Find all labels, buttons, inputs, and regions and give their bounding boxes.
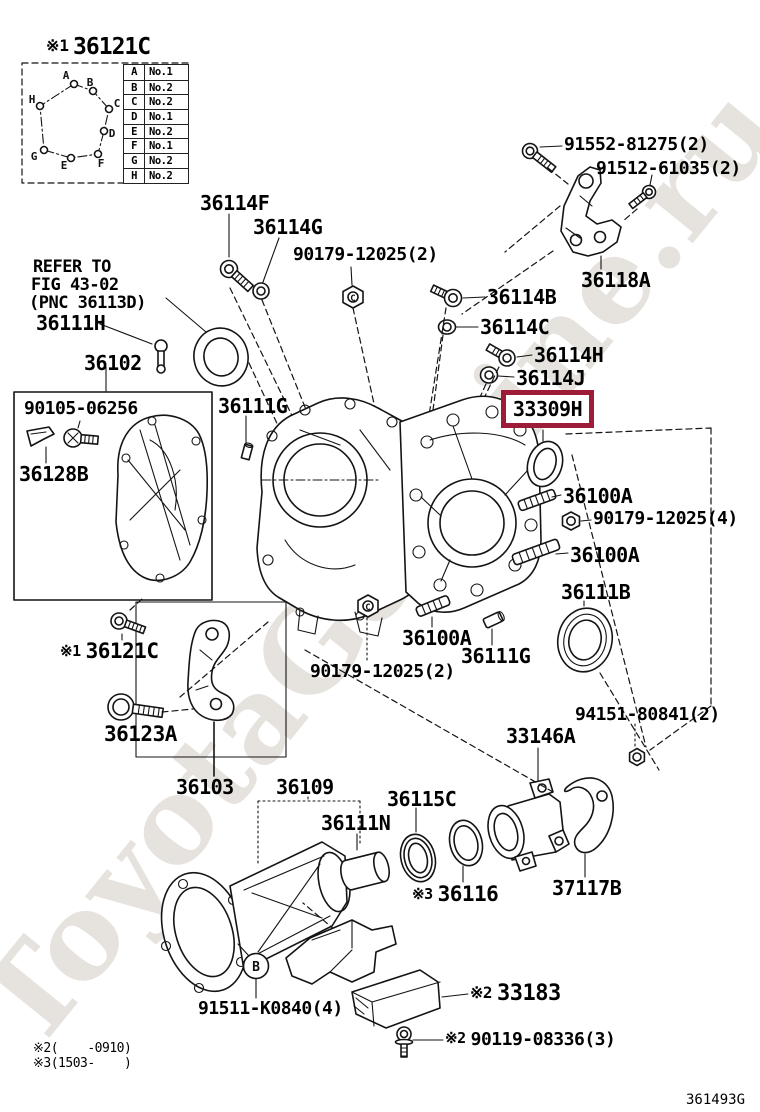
inset-part-number: 36121C: [73, 34, 151, 60]
pos-letter-b: B: [87, 76, 94, 89]
seal-36115c: [396, 831, 441, 886]
washer-36114j: [481, 367, 498, 383]
pos-table-value-G: No.2: [145, 153, 188, 168]
coupling-33146a: [482, 779, 563, 871]
seal-36111b: [552, 603, 618, 677]
nut-90179-4: [563, 512, 580, 530]
stud-36100a-2: [512, 539, 561, 566]
pos-letter-g: G: [31, 150, 38, 163]
pos-table-value-B: No.2: [145, 79, 188, 95]
pos-table-letter-A: A: [124, 65, 145, 80]
pos-table-letter-C: C: [124, 94, 145, 110]
bracket-36118a: [561, 167, 621, 269]
bolt-91552: [519, 140, 558, 175]
breather-36111h: [155, 340, 167, 373]
transfer-case-front: [257, 398, 431, 636]
pos-table-value-E: No.2: [145, 123, 188, 139]
bolt-36114h: [486, 344, 515, 366]
heat-insulator: [286, 920, 396, 984]
pos-table-letter-B: B: [124, 79, 145, 95]
marker-b: B: [252, 960, 260, 975]
marker-c1: C: [350, 294, 355, 304]
seal-36113d: [189, 323, 254, 391]
marker-b-circle: B: [244, 954, 269, 979]
pos-table-letter-D: D: [124, 109, 145, 124]
pos-table-letter-F: F: [124, 138, 145, 154]
bolt-position-inset: A B C D E F G H: [22, 63, 188, 183]
bolt-36123a: [108, 694, 163, 720]
pos-table-letter-E: E: [124, 123, 145, 139]
plug-36111g-bottom: [483, 611, 506, 629]
bolt-36114f: [217, 257, 256, 295]
pos-letter-h: H: [29, 93, 36, 106]
pos-letter-f: F: [98, 157, 105, 170]
footnote-2: ※2( -0910): [33, 1041, 132, 1056]
footnote-3: ※3(1503- ): [33, 1056, 132, 1071]
seal-33309h: [522, 437, 569, 491]
pos-table-value-A: No.1: [149, 66, 173, 79]
highlighted-part-number: 33309H: [512, 397, 583, 421]
ring-36116: [445, 817, 487, 869]
washer-36114g: [253, 283, 269, 299]
pos-table-letter-G: G: [124, 153, 145, 168]
bolt-90119: [396, 1027, 413, 1057]
washer-36114c: [439, 320, 456, 334]
stud-36100a-3: [415, 595, 450, 617]
cover-box-36102: [14, 392, 212, 600]
pos-table-letter-H: H: [124, 167, 145, 183]
bolt-91512: [627, 183, 658, 211]
marker-c2: C: [365, 603, 370, 613]
nut-94151: [630, 749, 645, 766]
pos-table-value-D: No.1: [145, 109, 188, 124]
pos-letter-a: A: [63, 69, 70, 82]
bolt-36114b: [431, 285, 462, 306]
pos-table-value-C: No.2: [145, 94, 188, 109]
nut-90179-top: C: [343, 286, 363, 308]
collar-36111n: [338, 851, 392, 892]
highlighted-part-33309h[interactable]: 33309H: [501, 390, 594, 428]
transfer-case-rear: [400, 396, 541, 612]
bolt-36121c: [111, 613, 146, 634]
pos-letter-c: C: [114, 97, 121, 110]
stay-33183: [352, 970, 440, 1028]
pos-letter-d: D: [109, 127, 116, 140]
stud-36100a-1: [517, 489, 556, 511]
figure-code: 361493G: [686, 1092, 746, 1108]
pos-table-value-F: No.1: [145, 138, 188, 153]
plug-36111g-top: [241, 442, 253, 460]
inset-ref-mark: ※1: [46, 36, 70, 55]
pos-letter-e: E: [61, 159, 68, 172]
pos-table-value-H: No.2: [145, 167, 188, 183]
nut-90179-bottom: C: [358, 595, 378, 617]
yoke-37117b: [549, 778, 613, 853]
